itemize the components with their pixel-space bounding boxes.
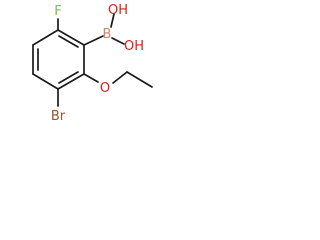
ring-double-bond [58, 71, 79, 84]
boron-label: B [103, 27, 112, 42]
ether-oxygen-label: O [100, 81, 110, 96]
bromine-label: Br [51, 109, 66, 124]
bond-o-ch2 [112, 71, 128, 84]
fluorine-label: F [54, 4, 61, 19]
ring-bond [57, 29, 85, 46]
structural-formula: F B OH OH O Br [32, 3, 153, 124]
hydroxyl-top-label: OH [108, 3, 128, 18]
ring-bond [57, 73, 85, 90]
ring-double-bond [58, 35, 79, 48]
bond-b-oh-bottom [111, 37, 125, 45]
bond-b-oh-top [110, 13, 115, 28]
bond-ch2-ch3 [126, 71, 153, 88]
ring-bond [32, 29, 59, 46]
benzene-ring [32, 29, 85, 90]
ring-bond [32, 73, 59, 90]
hydroxyl-bottom-label: OH [124, 39, 144, 54]
bond-c-o [83, 73, 99, 83]
bond-c-b [83, 35, 104, 46]
